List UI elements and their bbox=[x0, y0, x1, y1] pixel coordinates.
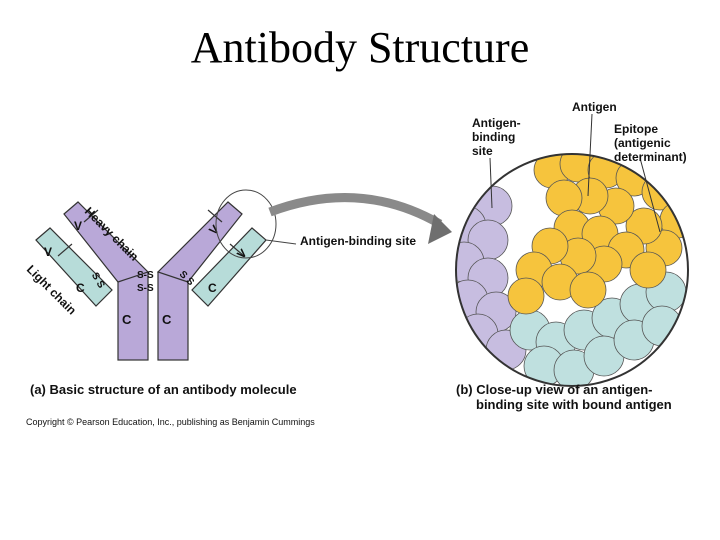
vh-divider-right bbox=[207, 209, 223, 223]
caption-b-line-2: binding site with bound antigen bbox=[476, 397, 672, 412]
zoom-arrow-head bbox=[428, 214, 452, 244]
vl-divider-right bbox=[229, 243, 245, 257]
caption-a-text: Basic structure of an antibody molecule bbox=[49, 382, 297, 397]
binding-site-pointer bbox=[265, 239, 297, 245]
heavy-chain-arm-left bbox=[63, 201, 150, 283]
epitope-line-1: Epitope bbox=[614, 122, 658, 136]
antigen-binding-site-label: Antigen-binding site bbox=[300, 234, 416, 248]
binding-site-circle bbox=[215, 189, 277, 259]
closeup-view bbox=[456, 154, 688, 386]
epitope-label: Epitope (antigenic determinant) bbox=[614, 122, 687, 164]
heavy-chain-stem-left bbox=[117, 271, 149, 361]
copyright-notice: Copyright © Pearson Education, Inc., pub… bbox=[26, 417, 315, 427]
zoom-arrow bbox=[268, 193, 443, 228]
binding-site-closeup-pointer bbox=[489, 157, 493, 209]
light-chain-right bbox=[191, 227, 267, 307]
heavy-chain-arm-right bbox=[156, 201, 243, 283]
caption-a: (a) Basic structure of an antibody molec… bbox=[30, 382, 297, 397]
cl-left-label: C bbox=[76, 281, 85, 295]
closeup-circle-outline bbox=[455, 153, 689, 387]
slide-title: Antibody Structure bbox=[190, 23, 530, 72]
disulfide-bond-2: S-S bbox=[137, 283, 154, 294]
antigen-pointer bbox=[587, 113, 593, 197]
ch-left-label: C bbox=[122, 312, 132, 327]
vl-left-label: V bbox=[44, 245, 52, 259]
light-chain-left bbox=[35, 227, 113, 307]
closeup-antigen bbox=[507, 154, 688, 315]
binding-site-line-2: binding bbox=[472, 130, 516, 144]
vh-divider-left bbox=[83, 209, 99, 223]
disulfide-bond-1: S-S bbox=[137, 270, 154, 281]
epitope-line-3: determinant) bbox=[614, 150, 687, 164]
caption-b: (b) Close-up view of an antigen- binding… bbox=[456, 382, 672, 412]
cl-right-label: C bbox=[208, 281, 217, 295]
closeup-light-chain bbox=[509, 271, 687, 386]
antigen-label: Antigen bbox=[572, 100, 617, 114]
binding-site-closeup-label: Antigen- binding site bbox=[472, 116, 521, 158]
vl-divider-left bbox=[57, 243, 73, 257]
ch-right-label: C bbox=[162, 312, 172, 327]
caption-b-line-1: Close-up view of an antigen- bbox=[476, 382, 653, 397]
caption-b-letter: (b) bbox=[456, 382, 473, 397]
epitope-line-2: (antigenic bbox=[614, 136, 671, 150]
caption-a-letter: (a) bbox=[30, 382, 46, 397]
epitope-pointer bbox=[639, 157, 661, 233]
antibody-molecule bbox=[35, 201, 267, 361]
binding-site-line-1: Antigen- bbox=[472, 116, 521, 130]
vh-left-label: V bbox=[74, 219, 82, 233]
binding-site-line-3: site bbox=[472, 144, 493, 158]
